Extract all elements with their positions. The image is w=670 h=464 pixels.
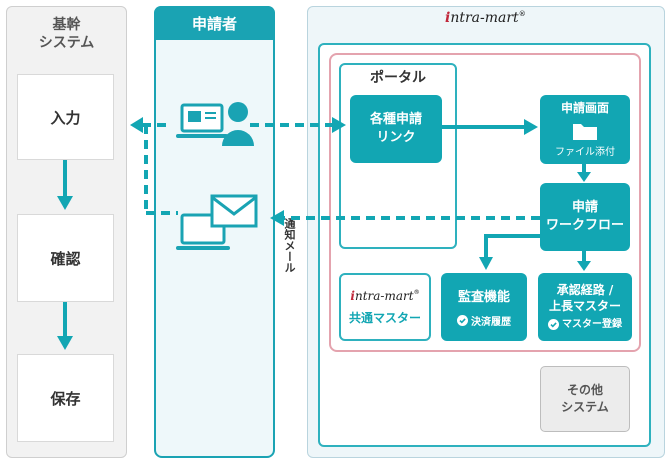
arrow-head — [130, 117, 143, 133]
check-circle-icon — [548, 319, 559, 330]
arrow-head — [57, 336, 73, 350]
arrow-head — [577, 261, 591, 271]
input-step: 入力 — [17, 74, 114, 160]
arrow-head — [57, 196, 73, 210]
arrow-head — [577, 172, 591, 182]
intramart-logo-small: intra-mart® — [350, 288, 420, 303]
intramart-logo: intra-mart® — [445, 10, 526, 26]
arrow-workflow-to-audit — [484, 234, 540, 258]
mail-pc-icon — [176, 194, 258, 250]
workflow-box: 申請 ワークフロー — [540, 183, 630, 251]
confirm-step: 確認 — [17, 214, 114, 302]
other-system-box: その他 システム — [540, 366, 630, 432]
application-links: 各種申請 リンク — [350, 95, 442, 163]
approval-route-box: 承認経路 / 上長マスター マスター登録 — [538, 273, 632, 341]
notification-mail-label: 通知メール — [283, 218, 296, 273]
application-screen: 申請画面 ファイル添付 — [540, 95, 630, 164]
portal-title: ポータル — [370, 70, 426, 86]
common-master-box: intra-mart® 共通マスター — [339, 273, 431, 341]
person-icon — [222, 102, 254, 146]
audit-box: 監査機能 決済履歴 — [441, 273, 527, 341]
applicant-pc-icon — [176, 103, 228, 138]
applicant-title: 申請者 — [154, 6, 275, 40]
check-circle-icon — [457, 315, 468, 326]
folder-icon — [573, 124, 597, 140]
core-system-title: 基幹 システム — [38, 17, 95, 51]
arrow-head — [270, 210, 284, 226]
save-step: 保存 — [17, 354, 114, 442]
arrow-head — [479, 257, 493, 270]
arrow-head — [332, 117, 346, 133]
arrow-head — [524, 119, 538, 135]
